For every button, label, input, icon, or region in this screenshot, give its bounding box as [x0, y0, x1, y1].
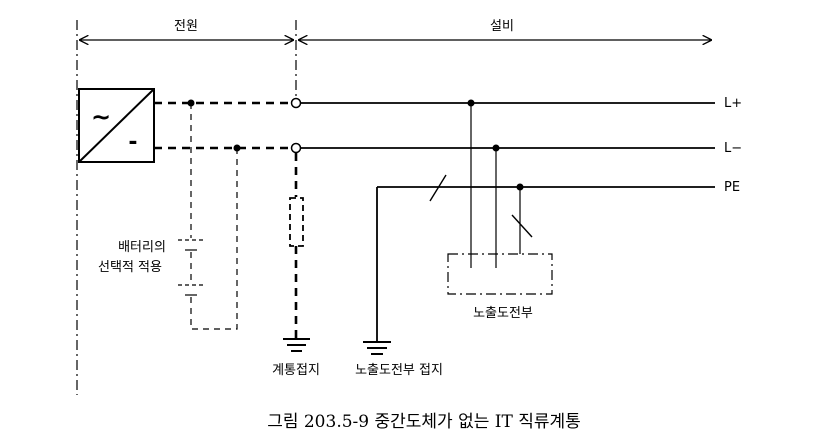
exposed-parts-earthing-label: 노출도전부 접지 [355, 363, 443, 378]
figure-caption: 그림 203.5-9 중간도체가 없는 IT 직류계통 [267, 412, 581, 432]
battery-note-line2: 선택적 적용 [98, 260, 162, 275]
battery-return-lead [190, 148, 238, 330]
dc-symbol: - [128, 130, 137, 155]
negative-terminal [290, 142, 302, 154]
battery-note-line1: 배터리의 [118, 240, 166, 255]
line-label-positive: L+ [724, 96, 742, 111]
positive-terminal [290, 97, 302, 109]
line-label-pe: PE [724, 180, 740, 195]
equipment-label: 설비 [490, 19, 514, 34]
equipment-pe-tick [511, 214, 533, 238]
exposed-conductive-part-box [447, 253, 553, 295]
earthing-impedance [289, 197, 304, 247]
converter-box [78, 88, 155, 163]
converter-diagonal [78, 88, 155, 163]
exposed-conductive-parts-label: 노출도전부 [473, 306, 533, 321]
pe-tick-mark [429, 174, 447, 202]
power-source-label: 전원 [174, 19, 198, 34]
system-earthing-label: 계통접지 [272, 363, 320, 378]
line-label-negative: L− [724, 141, 742, 156]
ac-symbol: ~ [91, 103, 111, 131]
